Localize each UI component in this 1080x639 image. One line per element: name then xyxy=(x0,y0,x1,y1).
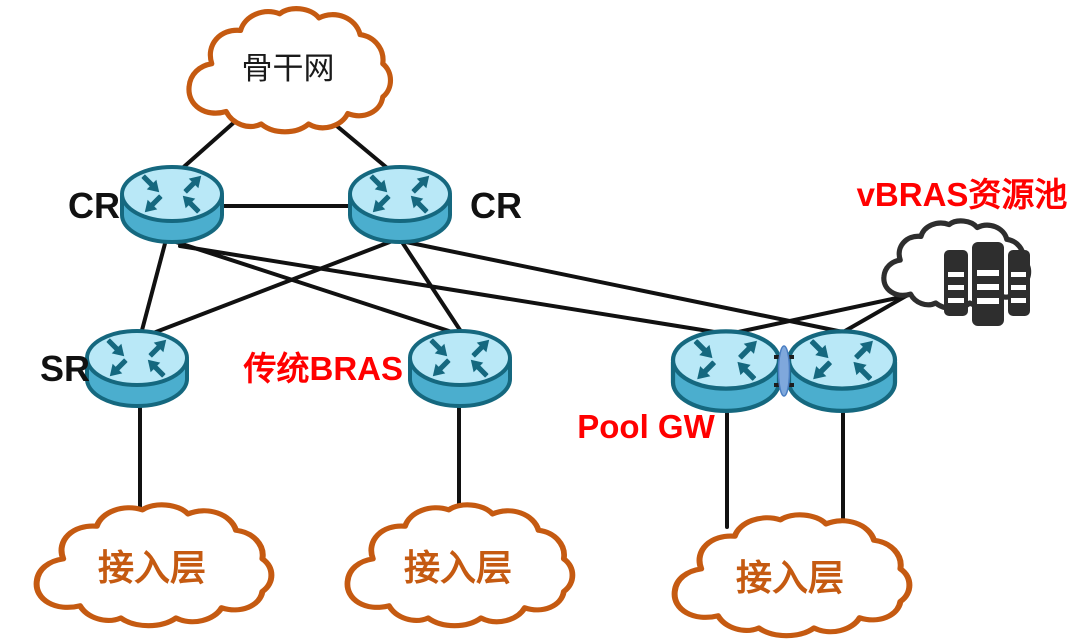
link-cr-left-bras xyxy=(174,240,454,334)
access-cloud-middle: 接入层 xyxy=(347,505,572,626)
server-rack-icon xyxy=(944,242,1030,326)
cr-left-router xyxy=(122,167,222,242)
server-slots xyxy=(948,270,1026,304)
poolgw-right-router xyxy=(789,331,895,411)
server-tower-left xyxy=(944,250,968,316)
topology-links xyxy=(138,108,908,529)
link-cr-left-sr xyxy=(139,234,169,336)
link-vbras-poolgw-left xyxy=(727,294,908,336)
lag-ellipse xyxy=(777,345,791,397)
link-vbras-poolgw-right xyxy=(843,294,908,333)
server-tower-right xyxy=(1008,250,1030,316)
cr-left-label: CR xyxy=(68,185,120,226)
cr-right-label: CR xyxy=(470,185,522,226)
backbone-cloud: 骨干网 xyxy=(189,9,391,132)
link-cr-right-sr xyxy=(146,238,397,337)
vbras-pool-label: vBRAS资源池 xyxy=(857,176,1068,213)
legacy-bras-label: 传统BRAS xyxy=(242,350,403,387)
access-cloud-left: 接入层 xyxy=(37,505,272,626)
sr-router xyxy=(87,331,187,406)
cr-right-router xyxy=(350,167,450,242)
poolgw-label: Pool GW xyxy=(577,408,715,445)
legacy-bras-router xyxy=(410,331,510,406)
access-cloud-middle-label: 接入层 xyxy=(404,547,512,588)
access-cloud-right: 接入层 xyxy=(675,515,910,636)
backbone-cloud-label: 骨干网 xyxy=(242,51,335,86)
sr-label: SR xyxy=(40,348,90,389)
link-cr-left-poolgw-left xyxy=(178,244,729,336)
link-cr-right-poolgw-right xyxy=(404,240,845,334)
poolgw-left-router xyxy=(673,331,779,411)
access-cloud-right-label: 接入层 xyxy=(736,557,844,598)
vbras-pool-icon xyxy=(884,221,1030,326)
access-cloud-left-label: 接入层 xyxy=(98,547,206,588)
lag-bundle-icon xyxy=(774,345,794,397)
